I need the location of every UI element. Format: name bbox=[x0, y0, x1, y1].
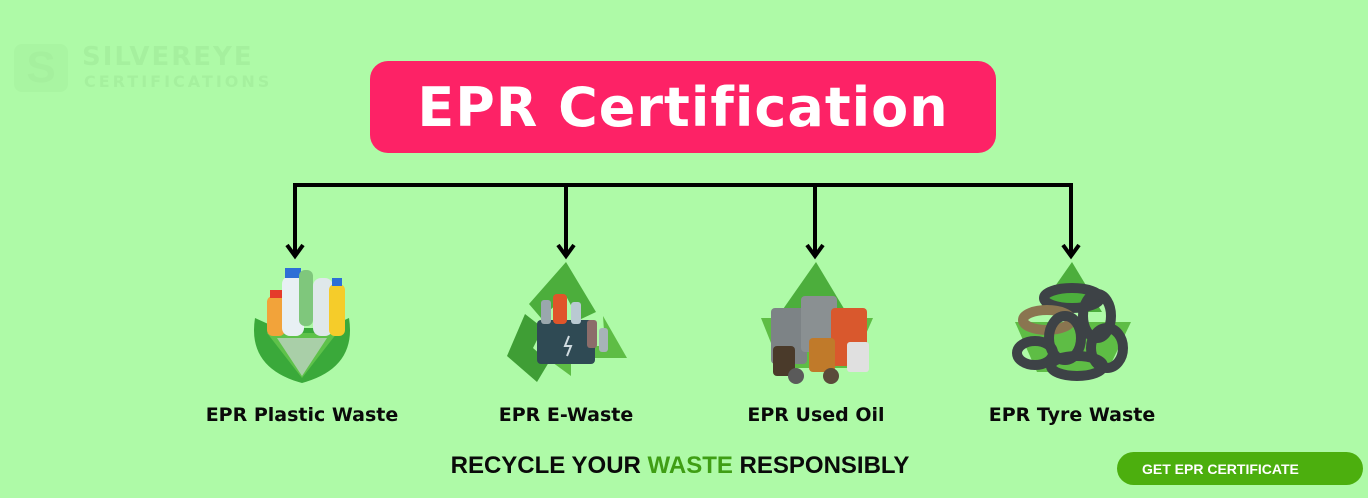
tyres-recycle-icon bbox=[1007, 258, 1137, 388]
brand-logo-icon: S bbox=[14, 44, 68, 92]
category-e-waste: EPR E-Waste bbox=[446, 258, 686, 426]
category-label: EPR E-Waste bbox=[498, 404, 634, 426]
tagline-part1: RECYCLE YOUR bbox=[450, 452, 648, 479]
brand-name: SILVEREYE bbox=[82, 42, 254, 72]
category-label: EPR Tyre Waste bbox=[988, 404, 1156, 426]
brand-subtitle: CERTIFICATIONS bbox=[84, 72, 273, 91]
plastic-bottles-recycle-icon bbox=[237, 258, 367, 388]
tagline-accent: WASTE bbox=[647, 452, 733, 479]
brand-watermark: S SILVEREYE CERTIFICATIONS bbox=[12, 40, 284, 96]
category-used-oil: EPR Used Oil bbox=[696, 258, 936, 426]
connector-arrows bbox=[285, 183, 1081, 260]
category-plastic-waste: EPR Plastic Waste bbox=[182, 258, 422, 426]
tagline-part2: RESPONSIBLY bbox=[732, 452, 910, 479]
category-label: EPR Used Oil bbox=[747, 404, 885, 426]
batteries-recycle-icon bbox=[501, 258, 631, 388]
page-title: EPR Certification bbox=[417, 75, 949, 139]
category-label: EPR Plastic Waste bbox=[205, 404, 399, 426]
get-epr-certificate-button[interactable]: GET EPR CERTIFICATE bbox=[1117, 452, 1363, 485]
title-banner: EPR Certification bbox=[370, 61, 996, 153]
tagline: RECYCLE YOUR WASTE RESPONSIBLY bbox=[430, 452, 930, 480]
oil-barrels-recycle-icon bbox=[751, 258, 881, 388]
category-tyre-waste: EPR Tyre Waste bbox=[952, 258, 1192, 426]
